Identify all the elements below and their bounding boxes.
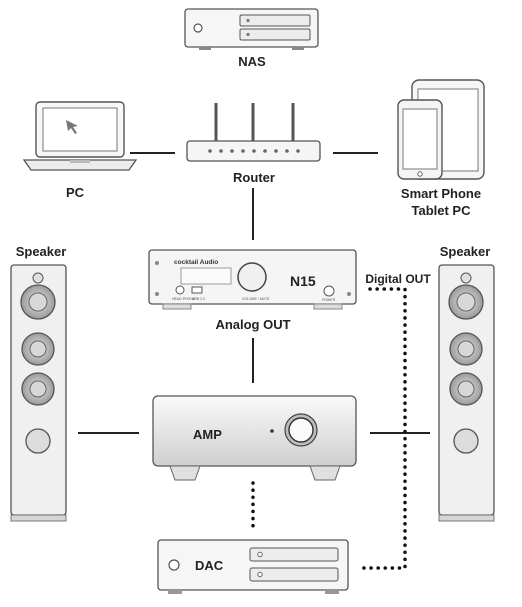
usb-port-icon <box>191 286 203 294</box>
dac-device: DAC <box>157 539 349 594</box>
right-speaker <box>438 264 495 522</box>
headphone-label: HEAD PHONE <box>172 297 196 301</box>
digital-out-label: Digital OUT <box>365 272 431 286</box>
left-speaker <box>10 264 67 522</box>
n15-model-label: N15 <box>290 273 316 289</box>
bass-port <box>453 428 479 454</box>
tweeter <box>32 272 44 284</box>
cursor-icon <box>66 120 78 134</box>
nas-label: NAS <box>238 54 266 69</box>
nas-drive-bay-1 <box>239 14 311 27</box>
dac-slot-1 <box>249 547 339 562</box>
smartphone-icon <box>397 99 443 180</box>
nas-drive-bay-2 <box>239 28 311 41</box>
speaker-left-label: Speaker <box>15 244 67 259</box>
nas-power-button <box>193 23 203 33</box>
n15-display <box>180 267 232 285</box>
connections <box>78 152 430 434</box>
line-digital-out-dac <box>358 287 407 570</box>
pc-label: PC <box>65 185 85 200</box>
usb-label: USB 2.0 <box>192 297 205 301</box>
dac-slot-2 <box>249 567 339 582</box>
tweeter <box>460 272 472 284</box>
amp-device: AMP <box>152 395 357 481</box>
analog-out-label: Analog OUT <box>215 317 291 332</box>
nas-device <box>184 8 319 50</box>
n15-device: cocktail Audio HEAD PHONE USB 2.0 VOLUME… <box>148 249 357 310</box>
amp-indicator-dot <box>270 429 274 433</box>
dac-label: DAC <box>195 558 224 573</box>
amp-label: AMP <box>193 427 222 442</box>
dotted-connections <box>251 287 407 570</box>
tablet-label: Tablet PC <box>411 203 471 218</box>
router-label: Router <box>233 170 275 185</box>
laptop-icon <box>22 101 138 171</box>
power-button <box>323 285 335 297</box>
speaker-right-label: Speaker <box>439 244 491 259</box>
smartphone-label: Smart Phone <box>400 186 482 201</box>
router-device <box>186 103 321 162</box>
volume-label: VOLUME / MUTE <box>242 297 270 301</box>
power-label: POWER <box>322 298 336 302</box>
bass-port <box>25 428 51 454</box>
volume-knob <box>237 262 267 292</box>
headphone-jack-icon <box>175 285 185 295</box>
brand-logo: cocktail Audio <box>174 259 218 266</box>
dac-power-button <box>168 559 180 571</box>
